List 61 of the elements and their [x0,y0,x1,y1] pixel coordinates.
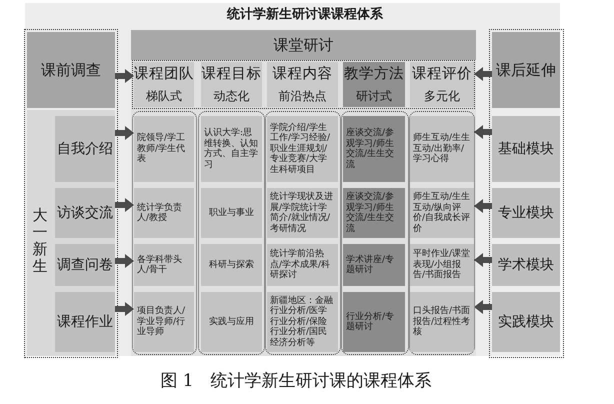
arrow [474,125,492,139]
content-box: 职业与事业 [201,188,262,238]
arrow [115,198,134,212]
activity-box: 调查问卷 [55,244,115,286]
figure-caption: 图 1 统计学新生研讨课的课程体系 [160,370,432,392]
band-label: 大一新生 [32,207,48,275]
arrow [474,253,492,267]
activity-box: 访谈交流 [55,188,115,238]
content-box: 师生互动/生生互动/纵向评价/自我成长评价 [410,188,474,238]
column-header [410,62,474,107]
module-box: 学术模块 [492,244,560,286]
content-box: 学术讲座/专题研讨 [343,244,405,286]
header-title: 教学方法 [344,65,404,83]
arrow [115,254,134,268]
diagram-title: 统计学新生研讨课课程体系 [227,6,383,23]
column-header [267,62,338,107]
content-box: 院领导/学工教师/学生代表 [134,116,194,182]
content-box: 实践与应用 [201,292,262,352]
content-box: 新疆地区：金融行业分析/医学行业分析/保险行业分析/国民经济分析等 [267,292,338,352]
activity-box: 课程作业 [55,292,115,352]
content-box: 统计学前沿热点/学术成果/科研探讨 [267,244,338,286]
header-title: 课程内容 [272,65,332,83]
arrow [474,199,492,213]
content-box: 各学科带头人/骨干 [134,244,194,286]
column-header [201,62,262,107]
arrow [474,67,492,81]
stage-box: 课前调查 [27,32,115,108]
header-subtitle: 研讨式 [356,89,392,104]
content-box: 座谈交流/参观学习/师生交流/生生交流 [343,188,405,238]
content-box: 口头报告/书面报告/过程性考核 [410,292,474,352]
content-box: 项目负责人/学业导师/行业导师 [134,292,194,352]
content-box: 认识大学:思维转换、认知方式、自主学习 [201,116,262,182]
activity-box: 自我介绍 [55,116,115,182]
header-subtitle: 动态化 [214,89,250,104]
content-box: 科研与探索 [201,244,262,286]
header-subtitle: 前沿热点 [278,89,326,104]
arrow [115,69,134,83]
module-box: 专业模块 [492,188,560,238]
arrow [115,302,134,316]
module-box: 实践模块 [492,292,560,352]
arrow [474,300,492,314]
section-header: 课堂研讨 [131,30,476,60]
module-box: 基础模块 [492,116,560,182]
content-box: 统计学负责人/教授 [134,188,194,238]
header-subtitle: 梯队式 [146,89,182,104]
header-title: 课程评价 [412,65,472,83]
content-box: 师生互动/生生互动/出勤率/学习心得 [410,116,474,182]
content-box: 座谈交流/参观学习/师生交流/生生交流 [343,116,405,182]
content-box: 平时作业/课堂表现/小组报告/书面报告 [410,244,474,286]
column-header [343,62,405,107]
stage-box: 课后延伸 [492,32,560,108]
content-box: 学院介绍/学生工作/学习经验/职业生涯规划/专业竞赛/大学生科研项目 [267,116,338,182]
content-box: 统计学现状及进展/学院统计学简介/就业情况/考研情况 [267,188,338,238]
header-title: 课程目标 [202,65,262,83]
group-band [27,110,115,356]
arrow [115,126,134,140]
column-header [134,62,194,107]
section-panel [131,30,476,356]
header-title: 课程团队 [134,65,194,83]
header-subtitle: 多元化 [424,89,460,104]
content-box: 行业分析/专题研讨 [343,292,405,352]
